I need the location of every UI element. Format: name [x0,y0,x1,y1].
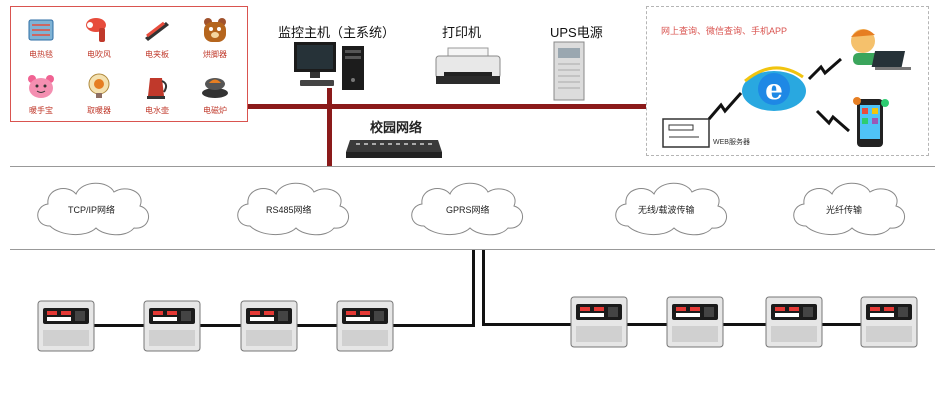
hand-warmer-icon [26,71,56,101]
smartphone-icon [847,93,895,154]
wireless-signal-icon [707,92,743,120]
appliance-item: 电磁炉 [187,71,243,116]
ups-label: UPS电源 [550,25,603,40]
host-label: 监控主机（主系统） [278,25,396,40]
kettle-icon [142,71,172,101]
web-access-title: 网上查询、微信查询、手机APP [661,26,788,36]
web-server-icon [661,117,711,154]
power-controller [666,296,724,348]
main-bus-line [248,104,646,109]
appliance-item: 电吹风 [71,15,127,60]
gprs-network-cloud [404,176,530,243]
appliance-label: 取暖器 [87,106,111,115]
appliance-label: 电热毯 [29,50,53,59]
appliance-item: 暖手宝 [13,71,69,116]
svg-text:e: e [765,73,783,106]
power-controller [860,296,918,348]
printer-label: 打印机 [442,25,482,40]
network-label: 光纤传输 [826,205,863,215]
network-label: 无线/载波传输 [638,205,695,215]
appliance-label: 暖手宝 [29,106,53,115]
wireless-signal-icon [815,109,850,133]
web-server-label: WEB服务器 [713,139,750,146]
ie-browser-icon: e [739,61,809,120]
tcpip-network-cloud [30,176,156,243]
campus-network-label: 校园网络 [370,120,423,135]
printer-icon [432,46,504,91]
appliance-item: 烘脚器 [187,15,243,60]
network-label: RS485网络 [266,205,312,215]
appliance-item: 取暖器 [71,71,127,116]
network-label: TCP/IP网络 [68,205,116,215]
web-access-panel: 网上查询、微信查询、手机APP e WEB服务器 [646,6,929,156]
power-controller [570,296,628,348]
power-controller [143,300,201,352]
appliance-item: 电夹板 [129,15,185,60]
power-controller [765,296,823,348]
fiber-network-cloud [786,176,912,243]
hair-straightener-icon [142,15,172,45]
laptop-user-icon [835,23,917,80]
appliance-label: 电吹风 [87,50,111,59]
appliance-panel: 电热毯 电吹风 电夹板 烘脚器 暖手宝 取暖器 电水壶 [10,6,248,122]
bus-drop-line [327,88,332,166]
blanket-icon [26,15,56,45]
link-line [472,250,475,326]
power-controller [240,300,298,352]
wireless-signal-icon [807,57,842,81]
appliance-label: 烘脚器 [203,50,227,59]
rs485-network-cloud [230,176,356,243]
heater-icon [84,71,114,101]
network-band [10,166,935,250]
appliance-item: 电水壶 [129,71,185,116]
power-controller [336,300,394,352]
appliance-label: 电夹板 [145,50,169,59]
induction-cooker-icon [200,71,230,101]
foot-warmer-icon [200,15,230,45]
link-line [482,250,485,326]
network-label: GPRS网络 [446,205,490,215]
appliance-label: 电磁炉 [203,106,227,115]
wireless-network-cloud [608,176,734,243]
network-switch-icon [344,138,444,165]
appliance-label: 电水壶 [145,106,169,115]
ups-icon [552,40,586,107]
hair-dryer-icon [84,15,114,45]
power-controller [37,300,95,352]
appliance-item: 电热毯 [13,15,69,60]
monitor-host-icon [292,40,368,97]
